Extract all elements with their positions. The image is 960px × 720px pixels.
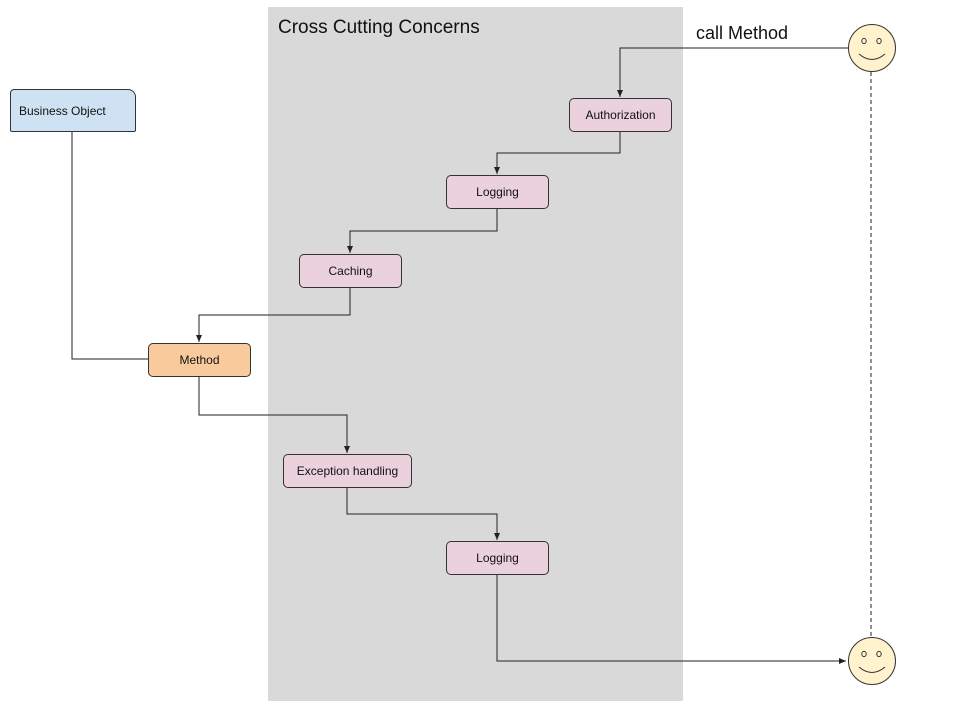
call-method-label: call Method — [696, 23, 789, 43]
authorization-label: Authorization — [585, 108, 656, 122]
business-object-label: Business Object — [19, 103, 106, 118]
connector-business-object-to-method — [71, 131, 148, 360]
logging-before-node: Logging — [446, 175, 549, 209]
connector-logging-to-caching — [347, 208, 498, 253]
connector-logging-to-receiver — [496, 574, 846, 664]
connector-authorization-to-logging — [494, 131, 621, 174]
concerns-title: Cross Cutting Concerns — [278, 17, 480, 38]
caching-node: Caching — [299, 254, 402, 288]
connector-exception-handling-to-logging — [346, 487, 500, 540]
exception-handling-label: Exception handling — [296, 464, 399, 478]
method-node: Method — [148, 343, 251, 377]
connector-caching-to-method — [196, 287, 351, 342]
caching-label: Caching — [328, 264, 373, 278]
business-object-node: Business Object — [10, 89, 136, 132]
logging-after-label: Logging — [476, 551, 519, 565]
authorization-node: Authorization — [569, 98, 672, 132]
smiley-face-icon — [848, 637, 896, 685]
logging-before-label: Logging — [476, 185, 519, 199]
connector-method-to-exception-handling — [198, 376, 350, 453]
exception-handling-node: Exception handling — [283, 454, 412, 488]
logging-after-node: Logging — [446, 541, 549, 575]
connector-call-to-authorization — [617, 47, 848, 97]
smiley-face-icon — [848, 24, 896, 72]
method-label: Method — [179, 353, 220, 367]
